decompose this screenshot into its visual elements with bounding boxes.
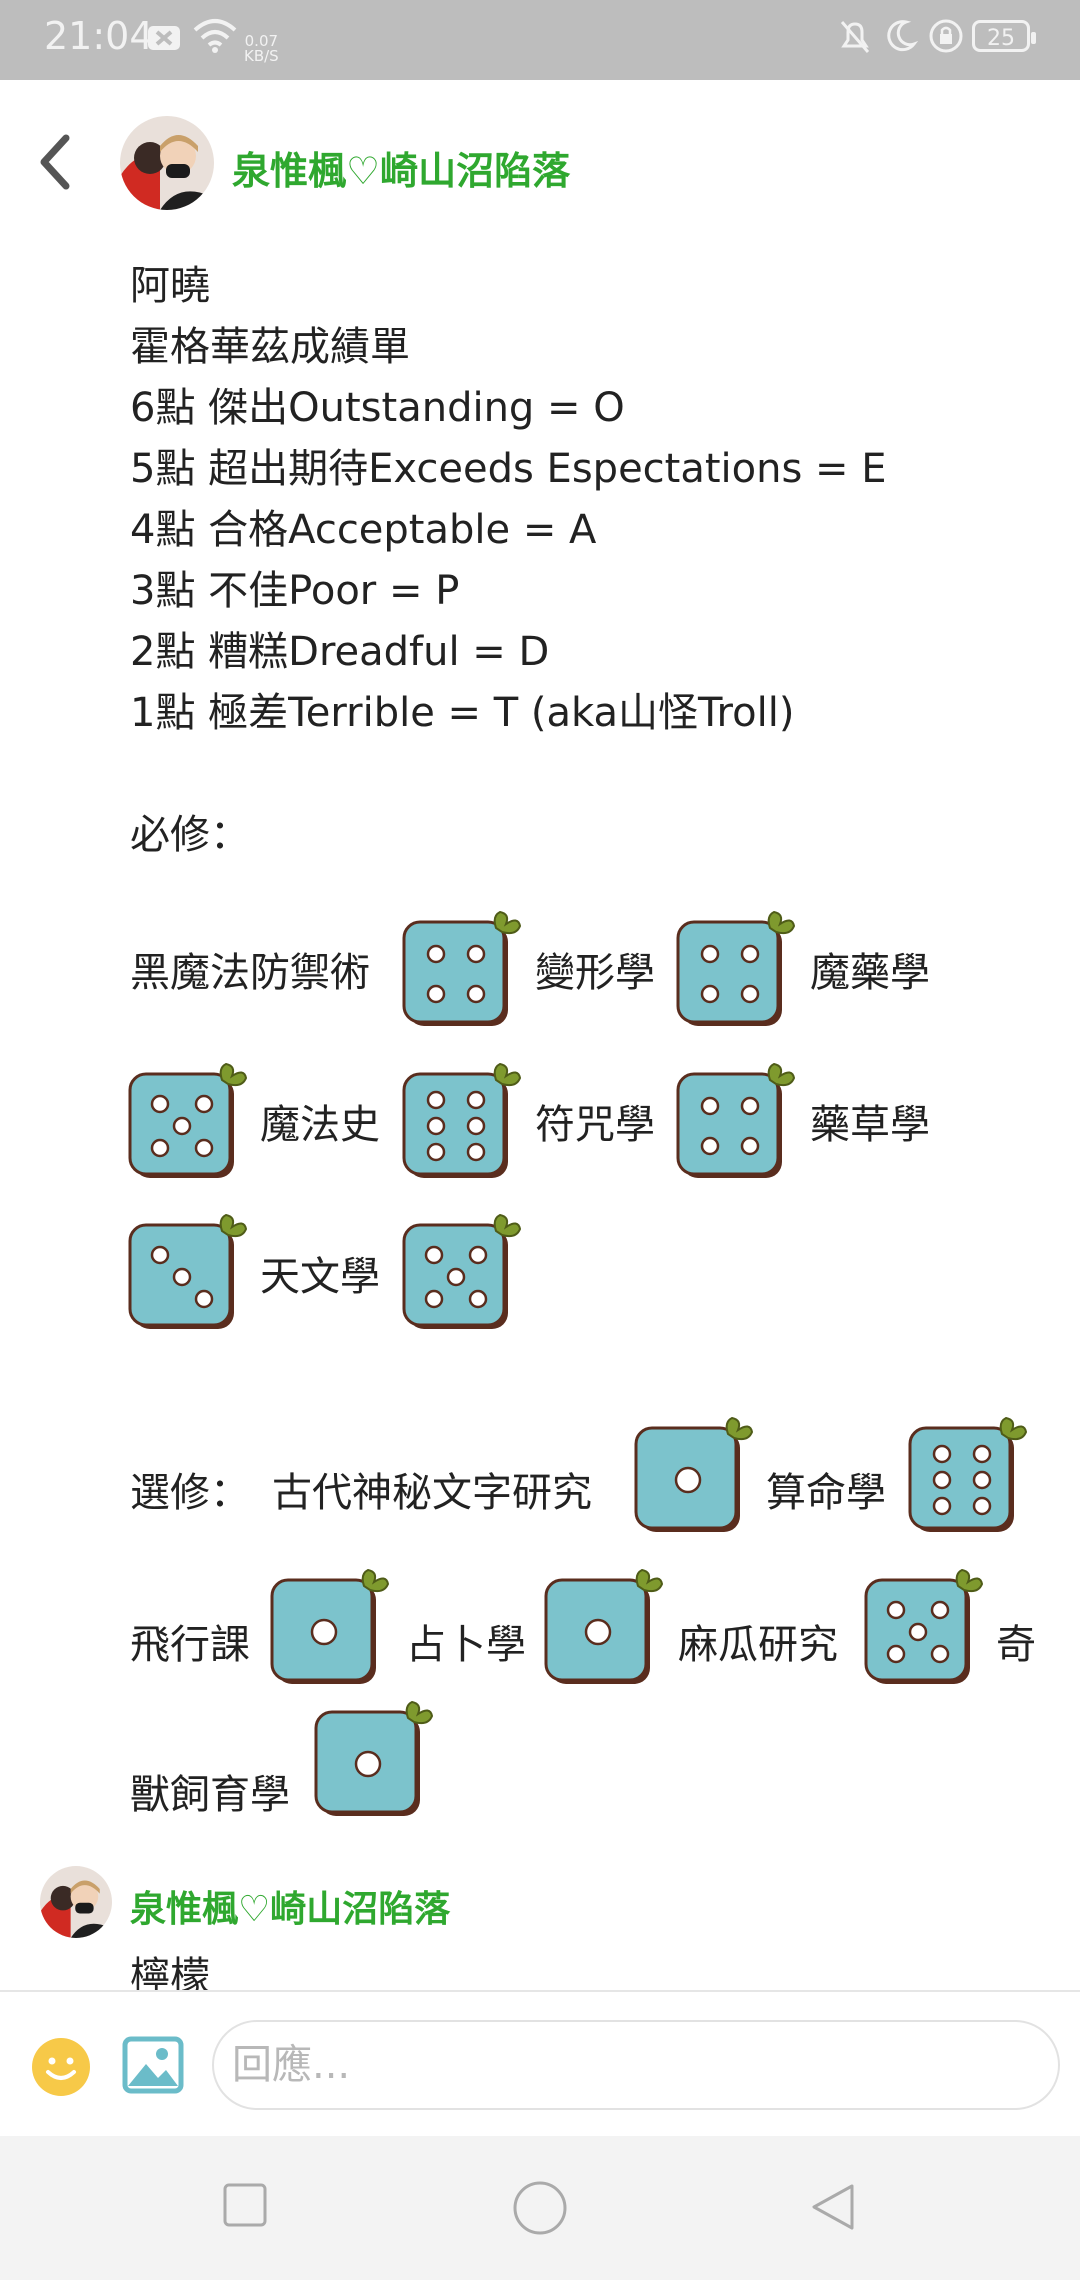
- dice-score-icon: [128, 1060, 250, 1182]
- battery-indicator: 25: [972, 20, 1036, 52]
- dice-score-icon: [676, 908, 798, 1030]
- mute-bell-icon: [840, 21, 870, 53]
- dice-score-icon: [128, 1211, 250, 1333]
- subject-label: 天文學: [260, 1254, 380, 1300]
- back-arrow-icon[interactable]: [36, 134, 72, 190]
- notification-icon: [148, 26, 180, 50]
- dice-score-icon: [402, 1060, 524, 1182]
- message-line: 1點 極差Terrible = T (aka山怪Troll): [130, 690, 795, 736]
- chat-title[interactable]: 泉惟楓♡崎山沼陷落: [232, 149, 571, 193]
- message-line: 4點 合格Acceptable = A: [130, 507, 597, 553]
- system-nav-bar: [0, 2136, 1080, 2280]
- reply-bar: 回應...: [0, 1990, 1080, 2138]
- dice-score-icon: [314, 1698, 436, 1820]
- message-line: 2點 糟糕Dreadful = D: [130, 629, 550, 675]
- recents-icon[interactable]: [222, 2182, 268, 2228]
- subject-label: 算命學: [766, 1470, 886, 1516]
- avatar-image: [120, 116, 214, 210]
- message-author[interactable]: 泉惟楓♡崎山沼陷落: [130, 1889, 451, 1930]
- dice-score-icon: [634, 1414, 756, 1536]
- status-time: 21:04: [44, 14, 154, 58]
- subject-label: 古代神秘文字研究: [272, 1470, 592, 1516]
- dice-score-icon: [544, 1566, 666, 1688]
- avatar-image: [40, 1866, 112, 1938]
- subject-label: 符咒學: [535, 1102, 655, 1148]
- dice-score-icon: [270, 1566, 392, 1688]
- chat-header: 泉惟楓♡崎山沼陷落: [0, 80, 1080, 240]
- subject-label: 魔法史: [260, 1102, 380, 1148]
- message-line: 5點 超出期待Exceeds Espectations = E: [130, 446, 887, 492]
- subject-label: 藥草學: [810, 1102, 930, 1148]
- subject-label: 魔藥學: [810, 950, 930, 996]
- message-line: 阿曉: [130, 263, 210, 309]
- dice-score-icon: [402, 1211, 524, 1333]
- image-icon[interactable]: [122, 2036, 184, 2094]
- status-bar: 21:04 0.07 KB/S 25: [0, 0, 1080, 80]
- back-nav-icon[interactable]: [808, 2182, 858, 2232]
- required-label: 必修：: [130, 812, 250, 858]
- message-line: 6點 傑出Outstanding = O: [130, 385, 625, 431]
- dice-score-icon: [676, 1060, 798, 1182]
- reply-input[interactable]: 回應...: [212, 2020, 1060, 2110]
- message-line: 霍格華茲成績單: [130, 324, 410, 370]
- message-body: 阿曉 霍格華茲成績單 6點 傑出Outstanding = O 5點 超出期待E…: [130, 256, 1050, 866]
- avatar[interactable]: [40, 1866, 112, 1938]
- subject-label: 飛行課: [130, 1622, 250, 1668]
- avatar[interactable]: [120, 116, 214, 210]
- dice-score-icon: [864, 1566, 986, 1688]
- moon-icon: [887, 20, 918, 52]
- rotation-lock-icon: [929, 19, 963, 53]
- home-icon[interactable]: [512, 2180, 568, 2236]
- subject-label: 占卜學: [406, 1622, 526, 1668]
- dice-score-icon: [402, 908, 524, 1030]
- wifi-icon: [193, 19, 237, 53]
- dice-score-icon: [908, 1414, 1030, 1536]
- subject-label: 黑魔法防禦術: [130, 950, 370, 996]
- subject-label: 變形學: [535, 950, 655, 996]
- elective-label: 選修：: [130, 1470, 250, 1516]
- subject-label: 獸飼育學: [130, 1772, 290, 1818]
- subject-label: 奇: [996, 1622, 1036, 1668]
- message-line: 3點 不佳Poor = P: [130, 568, 460, 614]
- net-speed: 0.07 KB/S: [244, 32, 279, 65]
- emoji-icon[interactable]: [30, 2036, 92, 2098]
- subject-label: 麻瓜研究: [678, 1622, 838, 1668]
